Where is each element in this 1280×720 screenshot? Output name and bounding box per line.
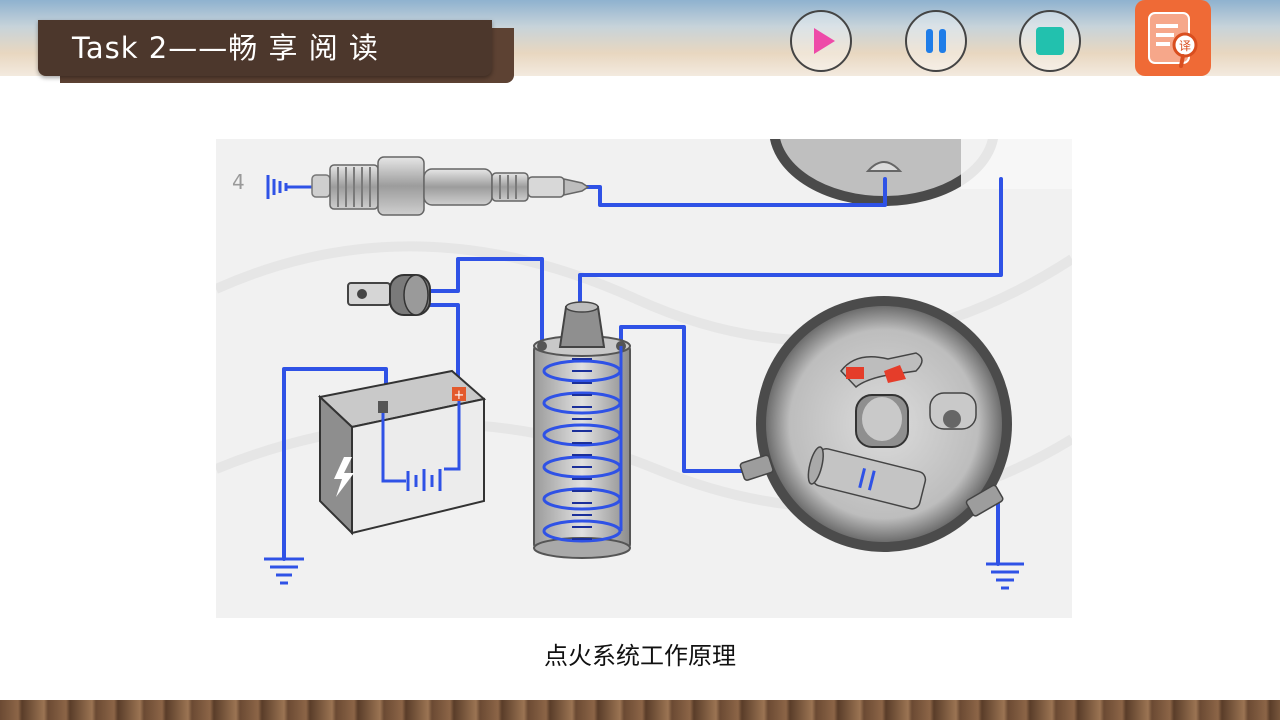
- translate-icon: 译: [1148, 12, 1198, 68]
- step-number: 4: [232, 170, 245, 194]
- play-button[interactable]: [790, 10, 852, 72]
- pause-button[interactable]: [905, 10, 967, 72]
- stop-icon: [1036, 27, 1064, 55]
- ground-symbols: [264, 557, 1024, 590]
- battery-plus-label: +: [454, 388, 465, 403]
- wood-floor-decoration: [0, 700, 1280, 720]
- distributor: [739, 296, 1012, 552]
- battery: +: [317, 369, 487, 536]
- page-title: Task 2——畅 享 阅 读: [72, 31, 379, 65]
- spark-plug: [266, 156, 590, 216]
- translate-char: 译: [1179, 39, 1191, 53]
- title-box: [38, 20, 492, 76]
- ignition-coil: [533, 301, 631, 559]
- ignition-diagram: 4: [216, 139, 1072, 618]
- stop-button[interactable]: [1019, 10, 1081, 72]
- ignition-switch: [347, 274, 431, 316]
- play-icon: [814, 28, 835, 54]
- pause-icon: [926, 29, 946, 53]
- diagram-caption: 点火系统工作原理: [544, 642, 736, 670]
- translate-button[interactable]: 译: [1135, 0, 1211, 76]
